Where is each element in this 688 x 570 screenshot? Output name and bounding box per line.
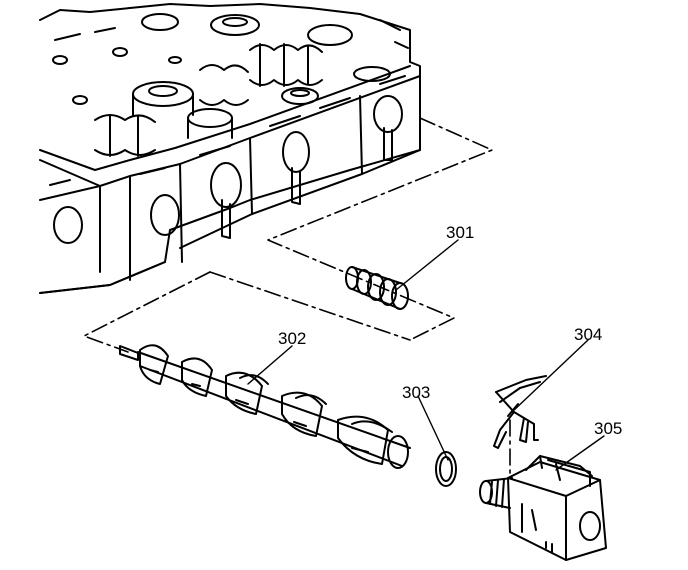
leader-lines — [247, 239, 605, 471]
valve-body — [39, 3, 421, 294]
callout-304: 304 — [574, 325, 603, 344]
solenoid-part-305 — [479, 455, 607, 561]
callout-301: 301 — [446, 223, 475, 242]
spring-part-301 — [345, 266, 409, 310]
retainer-clip-part-304 — [493, 375, 547, 449]
spool-valve-part-302 — [119, 344, 411, 469]
callout-302: 302 — [278, 329, 307, 348]
callout-303: 303 — [402, 383, 431, 402]
callout-305: 305 — [594, 419, 623, 438]
phantom-lines — [83, 117, 511, 475]
